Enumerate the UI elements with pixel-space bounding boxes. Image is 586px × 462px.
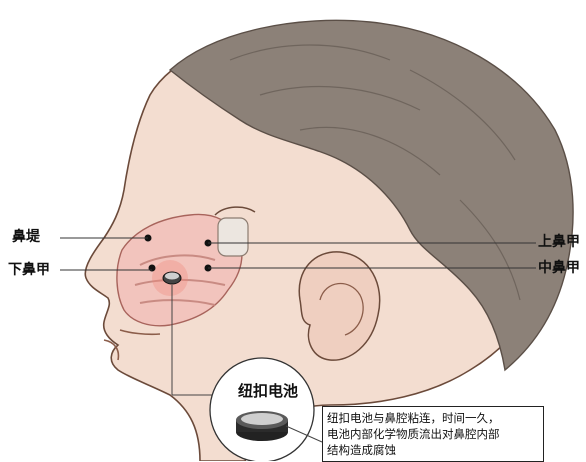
- button-battery-icon: [236, 411, 288, 441]
- label-middle-turbinate: 中鼻甲: [538, 260, 580, 276]
- note-line: 纽扣电池与鼻腔粘连，时间一久，: [327, 410, 539, 426]
- note-line: 结构造成腐蚀: [327, 442, 539, 458]
- label-nasal-bank: 鼻堤: [12, 229, 40, 245]
- note-box: 纽扣电池与鼻腔粘连，时间一久， 电池内部化学物质流出对鼻腔内部 结构造成腐蚀: [322, 406, 544, 462]
- note-line: 电池内部化学物质流出对鼻腔内部: [327, 426, 539, 442]
- battery-callout-circle: [210, 358, 314, 461]
- label-inferior-turbinate: 下鼻甲: [8, 262, 50, 278]
- battery-title: 纽扣电池: [223, 380, 313, 401]
- label-superior-turbinate: 上鼻甲: [538, 234, 580, 250]
